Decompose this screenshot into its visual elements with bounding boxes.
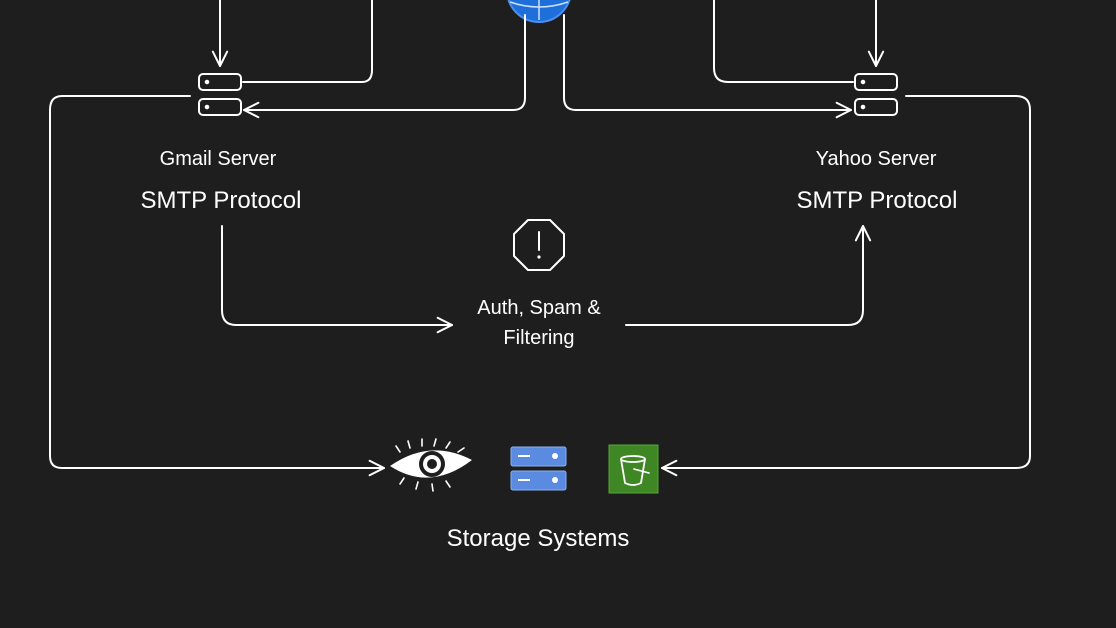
yahoo-to-storage-arrow <box>661 95 1031 477</box>
s3-bucket-icon <box>608 444 659 494</box>
globe-to-gmail-arrow <box>243 14 526 119</box>
yahoo-protocol-label: SMTP Protocol <box>796 187 958 214</box>
filter-to-yahoo-arrow <box>625 225 872 326</box>
filter-label-line2: Filtering <box>503 327 575 349</box>
globe-icon <box>507 0 571 23</box>
yahoo-loop-line <box>713 0 854 83</box>
storage-systems-label: Storage Systems <box>446 525 630 552</box>
eye-icon <box>390 438 472 492</box>
filter-label: Auth, Spam & Filtering <box>477 293 600 353</box>
yahoo-server-icon <box>854 73 898 116</box>
blue-server-icon <box>510 446 567 491</box>
gmail-server-icon <box>198 73 242 116</box>
gmail-loop-line <box>242 0 373 83</box>
alert-octagon-icon <box>513 219 565 271</box>
gmail-to-storage-arrow <box>49 95 385 477</box>
filter-label-line1: Auth, Spam & <box>477 297 601 319</box>
yahoo-server-label: Yahoo Server <box>815 148 937 170</box>
globe-to-yahoo-arrow <box>563 14 852 119</box>
gmail-to-filter-arrow <box>221 225 453 334</box>
gmail-protocol-label: SMTP Protocol <box>140 187 302 214</box>
gmail-server-label: Gmail Server <box>159 148 277 170</box>
